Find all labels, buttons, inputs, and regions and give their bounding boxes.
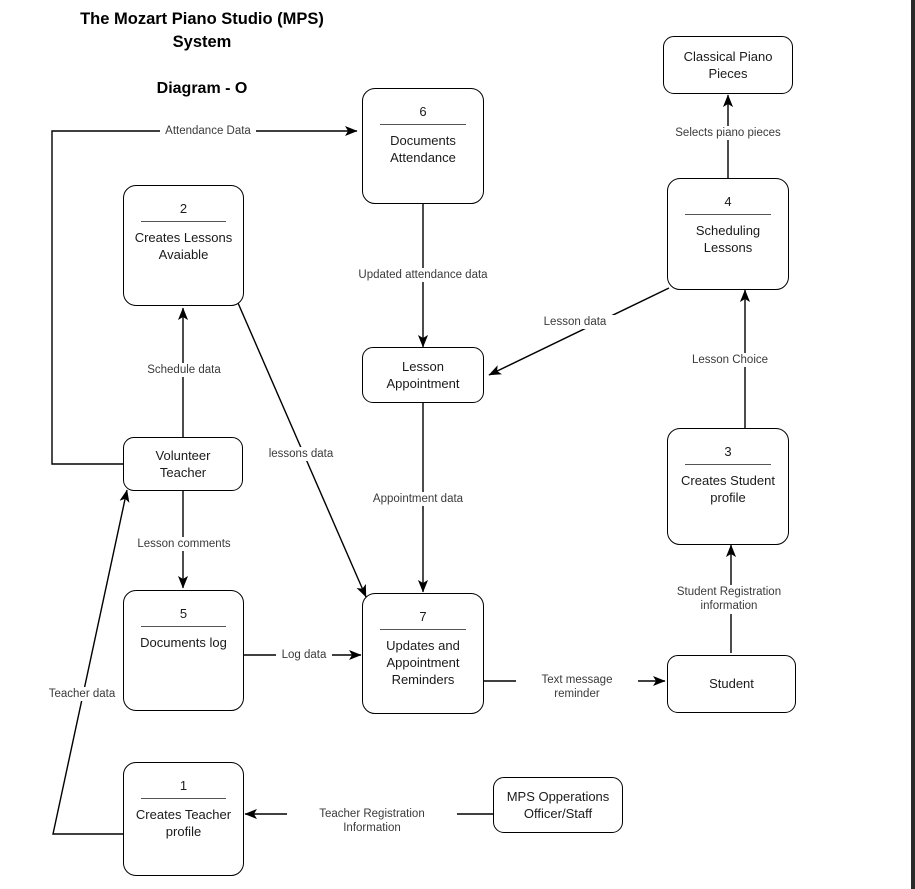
node-volunteer-teacher[interactable]: Volunteer Teacher — [123, 437, 243, 491]
flow-label-lessons-data: lessons data — [265, 447, 337, 462]
flow-label-lesson-data: Lesson data — [533, 315, 617, 330]
node-label: Documents Attendance — [390, 133, 456, 166]
node-label: Creates Teacher profile — [135, 807, 232, 840]
node-label: Creates Lessons Avaiable — [134, 230, 233, 263]
diagram-subtitle: Diagram - O — [156, 80, 248, 97]
flow-teacher-data — [52, 489, 130, 835]
node-process-7[interactable]: 7 Updates and Appointment Reminders — [362, 593, 484, 714]
flow-label-schedule-data: Schedule data — [140, 363, 228, 378]
node-label: Updates and Appointment Reminders — [386, 638, 460, 688]
process-number: 7 — [419, 609, 427, 624]
node-process-6[interactable]: 6 Documents Attendance — [362, 88, 484, 204]
flow-label-text-message-reminder: Text message reminder — [516, 673, 638, 702]
process-divider — [379, 124, 467, 126]
flow-label-lesson-choice: Lesson Choice — [684, 353, 776, 368]
node-mps-operations-officer[interactable]: MPS Opperations Officer/Staff — [493, 777, 623, 833]
flow-label-student-registration-information: Student Registration information — [666, 585, 792, 614]
process-number: 4 — [724, 194, 732, 209]
flow-label-teacher-registration-information: Teacher Registration Information — [287, 807, 457, 836]
node-label: Documents log — [140, 635, 227, 651]
node-process-1[interactable]: 1 Creates Teacher profile — [123, 762, 244, 876]
flow-label-teacher-data: Teacher data — [45, 687, 119, 702]
process-number: 2 — [179, 201, 188, 216]
page-title: The Mozart Piano Studio (MPS) System — [80, 10, 324, 52]
node-label: Student — [709, 676, 754, 692]
node-classical-piano-pieces[interactable]: Classical Piano Pieces — [663, 36, 793, 94]
right-edge-strip — [911, 0, 915, 889]
process-divider — [140, 798, 227, 800]
flow-lesson-data — [488, 287, 670, 376]
node-process-2[interactable]: 2 Creates Lessons Avaiable — [123, 185, 244, 306]
node-lesson-appointment[interactable]: Lesson Appointment — [362, 347, 484, 403]
process-divider — [684, 214, 772, 216]
node-label: Lesson Appointment — [386, 358, 460, 391]
process-divider — [140, 221, 227, 223]
node-label: Creates Student profile — [681, 473, 775, 506]
flow-label-selects-piano-pieces: Selects piano pieces — [663, 126, 793, 141]
node-student[interactable]: Student — [667, 655, 796, 713]
flow-label-lesson-comments: Lesson comments — [134, 537, 234, 552]
process-number: 3 — [724, 444, 732, 459]
process-divider — [379, 629, 467, 631]
node-process-5[interactable]: 5 Documents log — [123, 590, 244, 711]
node-label: Classical Piano Pieces — [683, 48, 773, 81]
process-number: 1 — [179, 778, 188, 793]
process-number: 6 — [419, 104, 427, 119]
flow-label-appointment-data: Appointment data — [366, 492, 470, 507]
node-process-3[interactable]: 3 Creates Student profile — [667, 428, 789, 545]
node-label: MPS Opperations Officer/Staff — [506, 788, 610, 821]
process-divider — [140, 626, 227, 628]
node-label: Scheduling Lessons — [695, 223, 761, 256]
node-label: Volunteer Teacher — [155, 447, 211, 480]
process-number: 5 — [179, 606, 188, 621]
flow-label-log-data: Log data — [276, 648, 332, 663]
node-process-4[interactable]: 4 Scheduling Lessons — [667, 178, 789, 290]
flow-label-updated-attendance-data: Updated attendance data — [352, 268, 494, 283]
flow-label-attendance-data: Attendance Data — [160, 124, 256, 139]
process-divider — [684, 464, 772, 466]
